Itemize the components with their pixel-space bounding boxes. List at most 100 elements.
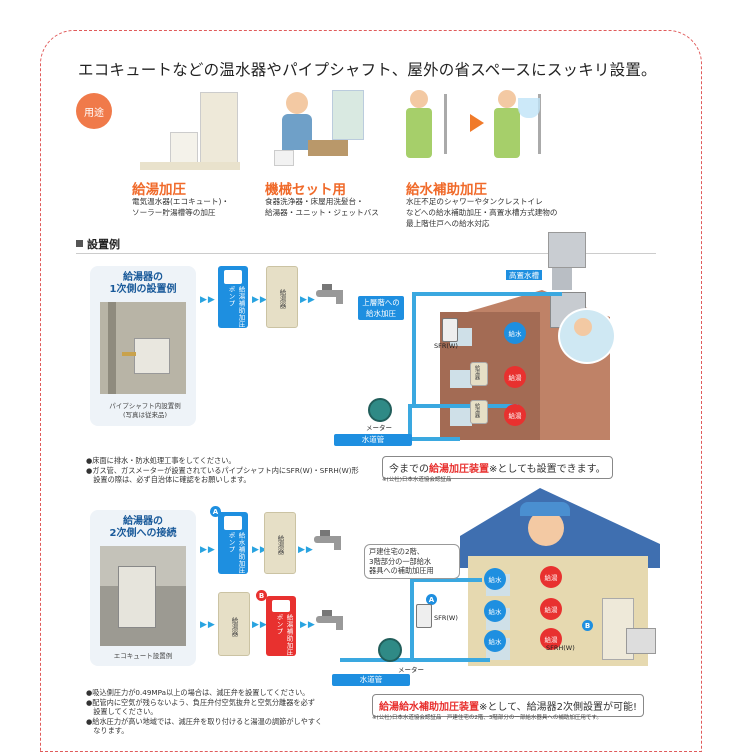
panel-title-line: 給湯器の (123, 516, 163, 527)
pipe (410, 578, 414, 658)
supply-circle: 給水 (484, 568, 506, 590)
note-line: ●ガス管、ガスメーターが設置されているパイプシャフト内にSFR(W)・SFRH(… (86, 465, 359, 475)
sfr-pump-icon (416, 604, 432, 628)
flow-arrows: ▶▶ (298, 545, 314, 555)
hot-circle: 給湯 (540, 598, 562, 620)
tank-icon (548, 232, 586, 268)
faucet-icon (316, 610, 348, 630)
caption-line: パイプシャフト内設置例 (109, 402, 181, 410)
example1-pump-unit: 給湯補助加圧ポンプ (218, 266, 248, 328)
panel-title-line: 1次側の設置例 (109, 284, 177, 295)
note-line: 設置の際は、必ず自治体に確認をお願いします。 (86, 475, 251, 484)
speech-bubble: 戸建住宅の2階、 3階部分の一部給水 器具への補助加圧用 (364, 544, 460, 579)
example1-notes: ●床面に排水・防水処理工事をしてください。 ●ガス管、ガスメーターが設置されてい… (86, 456, 359, 485)
example2-footnote: ※(公社)日本水道協会認証品 戸建住宅の2階、3階部分の一部給水器具への補助加圧… (372, 715, 602, 721)
example1-heater-unit: 給湯器 (266, 266, 298, 328)
letter-b: B (256, 590, 267, 601)
sfr-pump-icon (442, 318, 458, 342)
caption-line: (写真は従来品) (122, 411, 168, 419)
faucet-icon (314, 530, 346, 550)
upper-floor-tag: 上層階への 給水加圧 (358, 296, 404, 320)
hot-circle: 給湯 (540, 628, 562, 650)
heater-box-label: 給湯器 (474, 403, 480, 418)
meter-label: メーター (366, 424, 392, 432)
flow-arrows: ▶▶ (300, 295, 316, 305)
example2-pump-a-unit: 給水補助加圧ポンプ (218, 512, 248, 574)
heater-box: 給湯器 (470, 400, 488, 424)
note-line: ●配管内に空気が残らないよう、負圧弁付空気抜弁と空気分離器を必ず (86, 697, 315, 707)
desc-line: などへの給水補助加圧・高置水槽方式建物の (406, 208, 558, 217)
heater-label: 給湯器 (230, 617, 238, 637)
flow-arrows: ▶▶ (200, 295, 216, 305)
category-desc-2: 食器洗浄器・床屋用洗髪台・ 給湯器・ユニット・ジェットバス (265, 196, 379, 218)
faucet-icon (316, 284, 348, 304)
note-line: なります。 (86, 726, 129, 735)
pump-label: 給湯補助加圧ポンプ (275, 614, 293, 656)
flow-arrows: ▶▶ (300, 620, 316, 630)
main-pipe-label: 水道管 (334, 434, 412, 446)
flow-arrows: ▶▶ (252, 295, 268, 305)
barber-illustration (268, 86, 368, 172)
supply-circle: 給水 (484, 630, 506, 652)
hot-circle: 給湯 (540, 566, 562, 588)
example1-photo (100, 302, 186, 394)
section-divider (76, 253, 656, 254)
panel-title-line: 2次側への接続 (109, 528, 177, 539)
category-title-3: 給水補助加圧 (406, 182, 487, 198)
desc-line: ソーラー貯湯槽等の加圧 (132, 208, 216, 217)
shower-illustration (400, 84, 570, 176)
tank-label: 高置水槽 (506, 270, 542, 280)
sfrh-label: SFRH(W) (546, 644, 575, 652)
example2-notes: ●吸込側圧力が0.49MPa以上の場合は、減圧弁を設置してください。 ●配管内に… (86, 688, 322, 736)
heater-label: 給湯器 (278, 289, 286, 309)
example2-photo (100, 546, 186, 646)
speech-line: 3階部分の一部給水 (369, 556, 432, 566)
heater-label: 給湯器 (276, 535, 284, 555)
desc-line: 給湯器・ユニット・ジェットバス (265, 208, 379, 217)
panel-title-line: 給湯器の (123, 272, 163, 283)
heater-box: 給湯器 (470, 362, 488, 386)
supply-circle: 給水 (504, 322, 526, 344)
heater-box-label: 給湯器 (474, 365, 480, 380)
category-desc-3: 水圧不足のシャワーやタンクレストイレ などへの給水補助加圧・高置水槽方式建物の … (406, 196, 558, 229)
callout-suffix: ※としても設置できます。 (489, 464, 606, 475)
example2-callout: 給湯給水補助加圧装置※として、給湯器2次側設置が可能! (372, 694, 644, 717)
meter-icon (368, 398, 392, 422)
meter-label: メーター (398, 666, 424, 674)
category-title-1: 給湯加圧 (132, 182, 186, 198)
example1-callout: 今までの給湯加圧装置※としても設置できます。 (382, 456, 613, 479)
desc-line: 水圧不足のシャワーやタンクレストイレ (406, 197, 543, 206)
flow-arrows: ▶▶ (200, 545, 216, 555)
pipe (340, 658, 490, 662)
example1-panel-title: 給湯器の 1次側の設置例 (90, 272, 196, 296)
meter-icon (378, 638, 402, 662)
sfr-label: SFR(W) (434, 614, 458, 622)
desc-line: 電気温水器(エコキュート)・ (132, 197, 230, 206)
main-pipe-label: 水道管 (332, 674, 410, 686)
pump-label: 給水補助加圧ポンプ (227, 532, 245, 574)
hot-circle: 給湯 (504, 404, 526, 426)
letter-a: A (210, 506, 221, 517)
flow-arrows: ▶▶ (200, 620, 216, 630)
example2-panel-title: 給湯器の 2次側への接続 (90, 516, 196, 540)
category-desc-1: 電気温水器(エコキュート)・ ソーラー貯湯槽等の加圧 (132, 196, 229, 218)
note-line: 設置してください。 (86, 707, 158, 716)
supply-circle: 給水 (484, 600, 506, 622)
section-title: 設置例 (76, 236, 120, 252)
usage-badge: 用途 (76, 93, 112, 129)
callout-highlight: 給湯加圧装置 (429, 464, 489, 475)
sfr-label: SFR(W) (434, 342, 458, 350)
desc-line: 最上階住戸への給水対応 (406, 219, 490, 228)
example2-heater-unit-b: 給湯器 (218, 592, 250, 656)
note-line: ●給水圧力が高い地域では、減圧弁を取り付けると湯温の調節がしやすく (86, 716, 323, 726)
upper-floor-label: 上層階への 給水加圧 (358, 296, 404, 320)
headline: エコキュートなどの温水器やパイプシャフト、屋外の省スペースにスッキリ設置。 (78, 61, 657, 79)
callout-highlight: 給湯給水補助加圧装置 (379, 702, 479, 713)
letter-b: B (582, 620, 593, 631)
flow-arrows: ▶▶ (252, 620, 268, 630)
example2-pump-b-unit: 給湯補助加圧ポンプ (266, 596, 296, 656)
flow-arrows: ▶▶ (252, 545, 268, 555)
note-line: ●吸込側圧力が0.49MPa以上の場合は、減圧弁を設置してください。 (86, 688, 310, 697)
water-heater-illustration (140, 92, 240, 172)
speech-line: 器具への補助加圧用 (369, 566, 434, 575)
